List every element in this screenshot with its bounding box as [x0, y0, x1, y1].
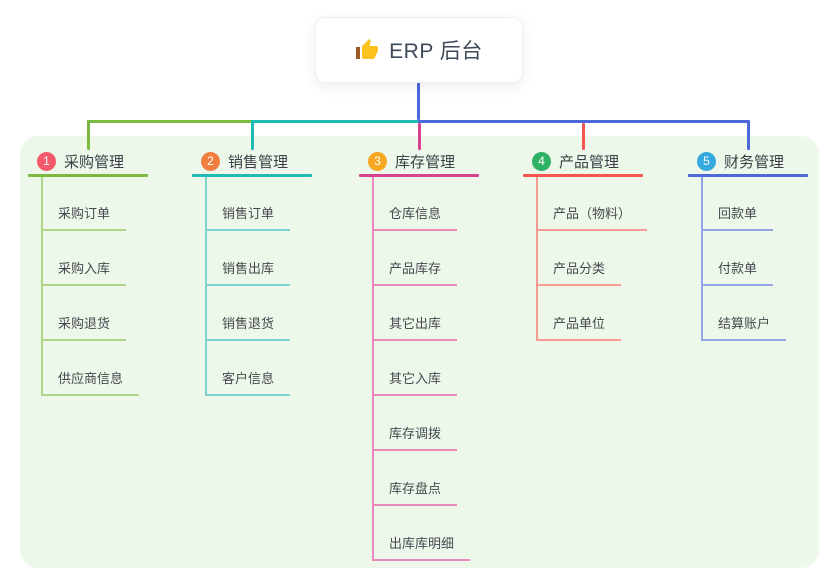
child-node[interactable]: 销售出库: [222, 261, 275, 276]
child-node[interactable]: 其它入库: [389, 371, 442, 386]
branch-spine-finance: [701, 177, 703, 341]
branch-node-sales[interactable]: 2 销售管理: [201, 149, 288, 173]
child-underline: [536, 229, 647, 231]
branch-node-finance[interactable]: 5 财务管理: [697, 149, 784, 173]
child-underline: [701, 229, 773, 231]
child-node[interactable]: 结算账户: [718, 316, 771, 331]
bus-segment: [250, 120, 419, 123]
branch-number-badge: 3: [368, 151, 387, 171]
branch-number-badge: 5: [697, 151, 716, 171]
branch-number-badge: 2: [201, 151, 220, 171]
branch-spine-inventory: [372, 177, 374, 561]
child-node[interactable]: 产品（物料）: [553, 206, 632, 221]
child-node[interactable]: 客户信息: [222, 371, 275, 386]
branches-background-panel: [20, 136, 819, 568]
branch-drop-line-sales: [250, 120, 254, 150]
root-node[interactable]: ERP 后台: [315, 17, 523, 83]
child-node[interactable]: 产品单位: [553, 316, 606, 331]
child-underline: [41, 284, 126, 286]
branch-underline-product: [523, 174, 643, 177]
child-underline: [205, 229, 290, 231]
branch-drop-line-product: [581, 123, 585, 150]
child-node[interactable]: 销售订单: [222, 206, 275, 221]
child-node[interactable]: 其它出库: [389, 316, 442, 331]
child-node[interactable]: 产品分类: [553, 261, 606, 276]
child-underline: [372, 559, 470, 561]
branch-spine-sales: [205, 177, 207, 396]
child-underline: [701, 339, 786, 341]
child-underline: [372, 504, 457, 506]
thumbs-up-icon: [355, 38, 379, 62]
branch-title: 库存管理: [395, 153, 456, 171]
child-underline: [536, 284, 621, 286]
child-node[interactable]: 供应商信息: [58, 371, 124, 386]
child-underline: [205, 339, 290, 341]
child-node[interactable]: 仓库信息: [389, 206, 442, 221]
root-node-title: ERP 后台: [389, 40, 483, 63]
bus-segment: [417, 120, 750, 123]
child-underline: [372, 339, 457, 341]
child-node[interactable]: 库存盘点: [389, 481, 442, 496]
branch-underline-inventory: [359, 174, 479, 177]
child-node[interactable]: 产品库存: [389, 261, 442, 276]
branch-underline-sales: [192, 174, 312, 177]
branch-node-product[interactable]: 4 产品管理: [532, 149, 619, 173]
branch-drop-line-inventory: [417, 123, 421, 150]
child-node[interactable]: 付款单: [718, 261, 758, 276]
bus-segment: [86, 120, 252, 123]
branch-title: 财务管理: [724, 153, 785, 171]
child-underline: [701, 284, 773, 286]
branch-title: 销售管理: [228, 153, 289, 171]
branch-spine-product: [536, 177, 538, 341]
child-underline: [41, 339, 126, 341]
child-node[interactable]: 回款单: [718, 206, 758, 221]
branch-underline-purchase: [28, 174, 148, 177]
branch-node-purchase[interactable]: 1 采购管理: [37, 149, 124, 173]
root-connector-line: [417, 82, 420, 120]
branch-underline-finance: [688, 174, 808, 177]
child-underline: [372, 229, 457, 231]
branch-number-badge: 1: [37, 151, 56, 171]
branch-title: 采购管理: [64, 153, 125, 171]
child-underline: [372, 449, 457, 451]
child-node[interactable]: 采购入库: [58, 261, 111, 276]
child-node[interactable]: 采购退货: [58, 316, 111, 331]
branch-drop-line-purchase: [86, 120, 90, 150]
branch-spine-purchase: [41, 177, 43, 396]
branch-drop-line-finance: [746, 120, 750, 150]
child-underline: [205, 284, 290, 286]
branch-title: 产品管理: [559, 153, 620, 171]
child-underline: [41, 229, 126, 231]
child-underline: [205, 394, 290, 396]
child-underline: [41, 394, 139, 396]
child-node[interactable]: 出库库明细: [389, 536, 455, 551]
child-underline: [372, 394, 457, 396]
child-underline: [372, 284, 457, 286]
branch-number-badge: 4: [532, 151, 551, 171]
child-underline: [536, 339, 621, 341]
branch-node-inventory[interactable]: 3 库存管理: [368, 149, 455, 173]
child-node[interactable]: 销售退货: [222, 316, 275, 331]
child-node[interactable]: 库存调拨: [389, 426, 442, 441]
child-node[interactable]: 采购订单: [58, 206, 111, 221]
